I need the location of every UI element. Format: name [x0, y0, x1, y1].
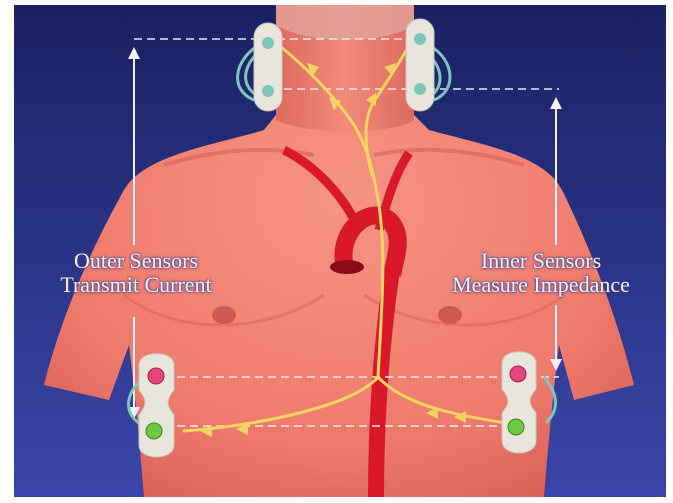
outer-sensors-line1: Outer Sensors: [36, 249, 236, 273]
outer-sensors-label: Outer Sensors Transmit Current: [36, 249, 236, 297]
inner-sensors-label: Inner Sensors Measure Impedance: [418, 249, 664, 297]
outer-sensors-line2: Transmit Current: [36, 273, 236, 297]
sensor-bottom-left: [139, 354, 174, 457]
sensor-electrode-pink: [510, 366, 526, 382]
aorta-opening: [330, 260, 364, 274]
sensor-electrode-green: [508, 419, 524, 435]
sensor-pad: [406, 19, 434, 111]
diagram-frame: Outer Sensors Transmit Current Inner Sen…: [14, 5, 666, 497]
sensor-electrode-pink: [148, 368, 164, 384]
sensor-pad: [254, 23, 282, 111]
sensor-electrode-green: [146, 423, 162, 439]
right-nipple: [438, 306, 462, 324]
sensor-electrode-inner: [262, 85, 274, 97]
sensor-electrode-inner: [414, 83, 426, 95]
sensor-top-right: [406, 19, 434, 111]
inner-sensors-line1: Inner Sensors: [418, 249, 664, 273]
sensor-top-left: [254, 23, 282, 111]
sensor-electrode-outer: [414, 33, 426, 45]
inner-sensors-line2: Measure Impedance: [418, 273, 664, 297]
left-nipple: [212, 306, 236, 324]
sensor-electrode-outer: [262, 37, 274, 49]
